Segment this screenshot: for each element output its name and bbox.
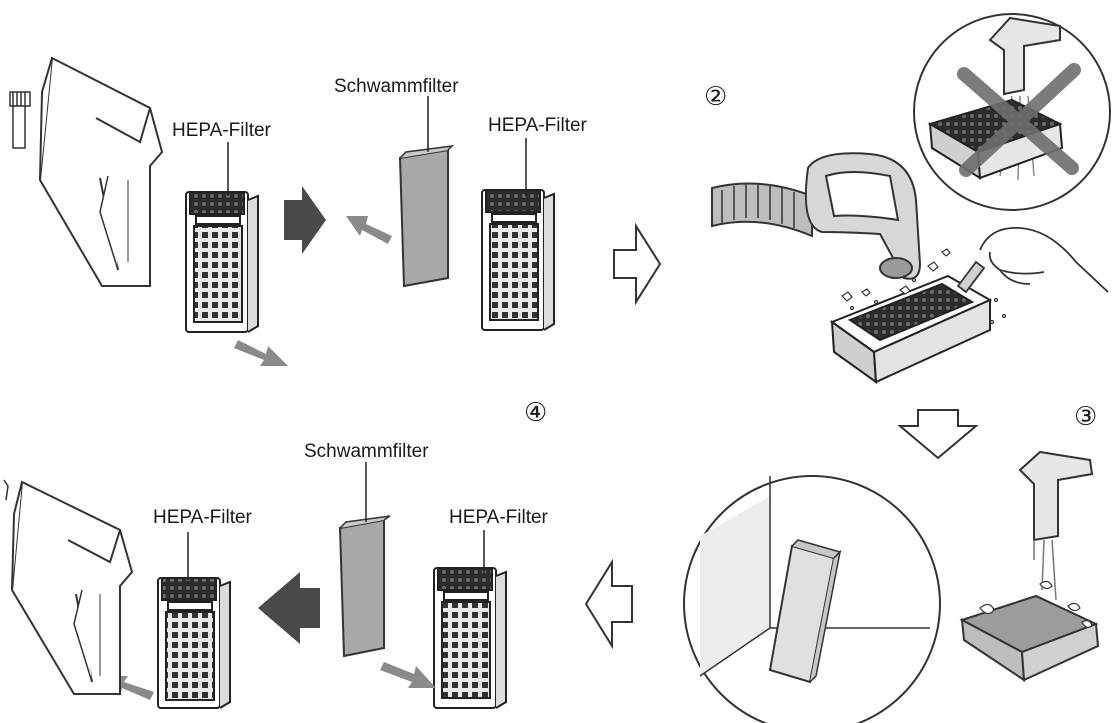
inset-drying-circle: [683, 475, 941, 723]
dust-container-top: [38, 56, 164, 287]
faucet-wash-sponge: [959, 450, 1100, 682]
gray-arrow-left-top: [346, 216, 392, 244]
inset-no-water-circle: [913, 13, 1111, 211]
prohibited-x-icon: [957, 63, 1081, 177]
hepa-filter-step2: [829, 274, 993, 385]
dark-arrow-right-top: [284, 186, 326, 254]
dust-container-bottom: [10, 480, 134, 695]
sponge-label-top: Schwammfilter: [334, 76, 459, 97]
step-4-marker: ④: [524, 398, 548, 428]
hepa-label-top-right: HEPA-Filter: [488, 115, 587, 136]
sponge-label-bottom: Schwammfilter: [304, 441, 429, 462]
hepa-label-bottom-right: HEPA-Filter: [449, 507, 548, 528]
gray-arrow-down-right-top: [234, 340, 288, 366]
hollow-arrow-right-top: [613, 222, 662, 306]
hepa-label-top-left: HEPA-Filter: [172, 120, 271, 141]
hand-with-brush: [956, 227, 1109, 294]
hepa-filter-bottom-right: [433, 567, 507, 709]
step-3-marker: ③: [1074, 402, 1098, 432]
brush-icon: [9, 91, 31, 149]
sponge-filter-bottom: [338, 515, 391, 658]
hepa-filter-top-right: [481, 189, 555, 331]
vacuum-handle: [711, 152, 922, 280]
hepa-label-bottom-left: HEPA-Filter: [153, 507, 252, 528]
hepa-filter-top-left: [185, 191, 259, 333]
hepa-filter-bottom-left: [157, 577, 231, 709]
dark-arrow-left-bottom: [258, 572, 320, 644]
gray-arrow-down-right-bottom: [380, 662, 436, 688]
dust-particles: [841, 248, 1007, 325]
hollow-arrow-left-bottom: [584, 558, 633, 650]
sponge-filter-top: [398, 144, 455, 288]
step-2-marker: ②: [704, 82, 728, 112]
hollow-arrow-down: [897, 409, 979, 460]
